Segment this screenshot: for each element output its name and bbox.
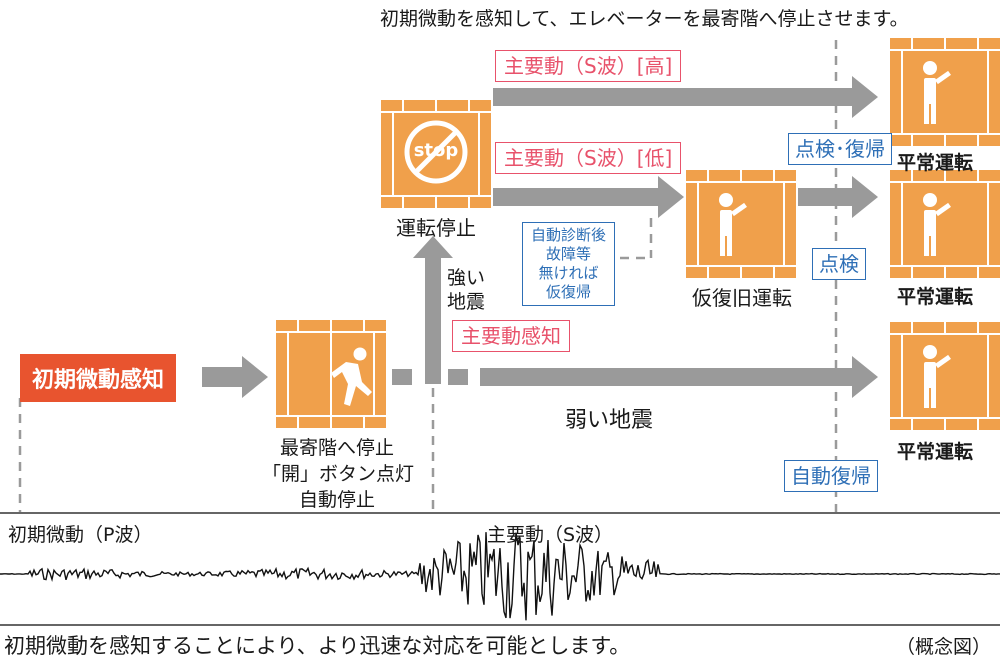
elevator-operation-stop (380, 99, 492, 209)
s-wave-high-label: 主要動（S波）[高] (495, 50, 682, 82)
normal-op-label-1: 平常運転 (897, 152, 974, 174)
elevator-temp-restore (685, 169, 797, 279)
temp-restore-label: 仮復旧運転 (692, 286, 792, 310)
arrow-temp-to-normal (798, 176, 878, 218)
self-diag-line3: 無ければ (538, 264, 599, 282)
arrow-initial-to-stop (202, 356, 268, 398)
stop-sign-text: stop (413, 140, 459, 161)
nearest-floor-line3: 自動停止 (298, 489, 375, 511)
normal-op-label-3: 平常運転 (897, 441, 974, 463)
main-motion-detect-label: 主要動感知 (452, 320, 570, 352)
elevator-normal-3 (889, 321, 1000, 431)
self-diagnosis-label: 自動診断後 故障等 無ければ 仮復帰 (522, 222, 616, 306)
arrow-s-wave-low (493, 176, 684, 218)
strong-quake-label: 強い 地震 (447, 266, 485, 314)
footer-caption: 初期微動を感知することにより、より迅速な対応を可能とします。 (4, 634, 631, 658)
nearest-floor-line1: 最寄階へ停止 (279, 437, 394, 459)
auto-restore-label: 自動復帰 (784, 460, 878, 492)
initial-detect-label: 初期微動感知 (20, 354, 177, 402)
self-diag-line1: 自動診断後 (531, 226, 607, 244)
header-caption: 初期微動を感知して、エレベーターを最寄階へ停止させます。 (380, 8, 909, 30)
weak-quake-label: 弱い地震 (565, 408, 654, 433)
normal-op-label-2: 平常運転 (897, 286, 974, 308)
elevator-nearest-floor (275, 319, 387, 429)
p-wave-label: 初期微動（P波） (8, 524, 153, 546)
s-wave-label: 主要動（S波） (487, 524, 614, 546)
self-diag-line4: 仮復帰 (546, 283, 592, 301)
nearest-floor-caption: 最寄階へ停止 「開」ボタン点灯 自動停止 (262, 435, 415, 513)
strong-quake-line2: 地震 (447, 291, 486, 313)
arrow-dash-1 (392, 369, 412, 385)
arrow-dash-2 (448, 369, 468, 385)
nearest-floor-line2: 「開」ボタン点灯 (262, 463, 415, 485)
elevator-normal-1 (889, 37, 1000, 147)
arrow-strong-quake-up (413, 236, 453, 384)
strong-quake-line1: 強い (447, 267, 486, 289)
elevator-normal-2 (889, 169, 1000, 279)
arrow-weak-quake (480, 356, 878, 398)
operation-stop-label: 運転停止 (396, 216, 476, 240)
inspect-restore-label: 点検･復帰 (788, 133, 892, 165)
arrow-s-wave-high (493, 76, 878, 118)
running-person-icon (331, 347, 372, 406)
footer-note: （概念図） (896, 636, 992, 658)
seismic-waveform (0, 532, 1000, 621)
s-wave-low-label: 主要動（S波）[低] (495, 142, 682, 174)
self-diag-line2: 故障等 (546, 245, 592, 263)
inspect-label: 点検 (812, 248, 866, 280)
